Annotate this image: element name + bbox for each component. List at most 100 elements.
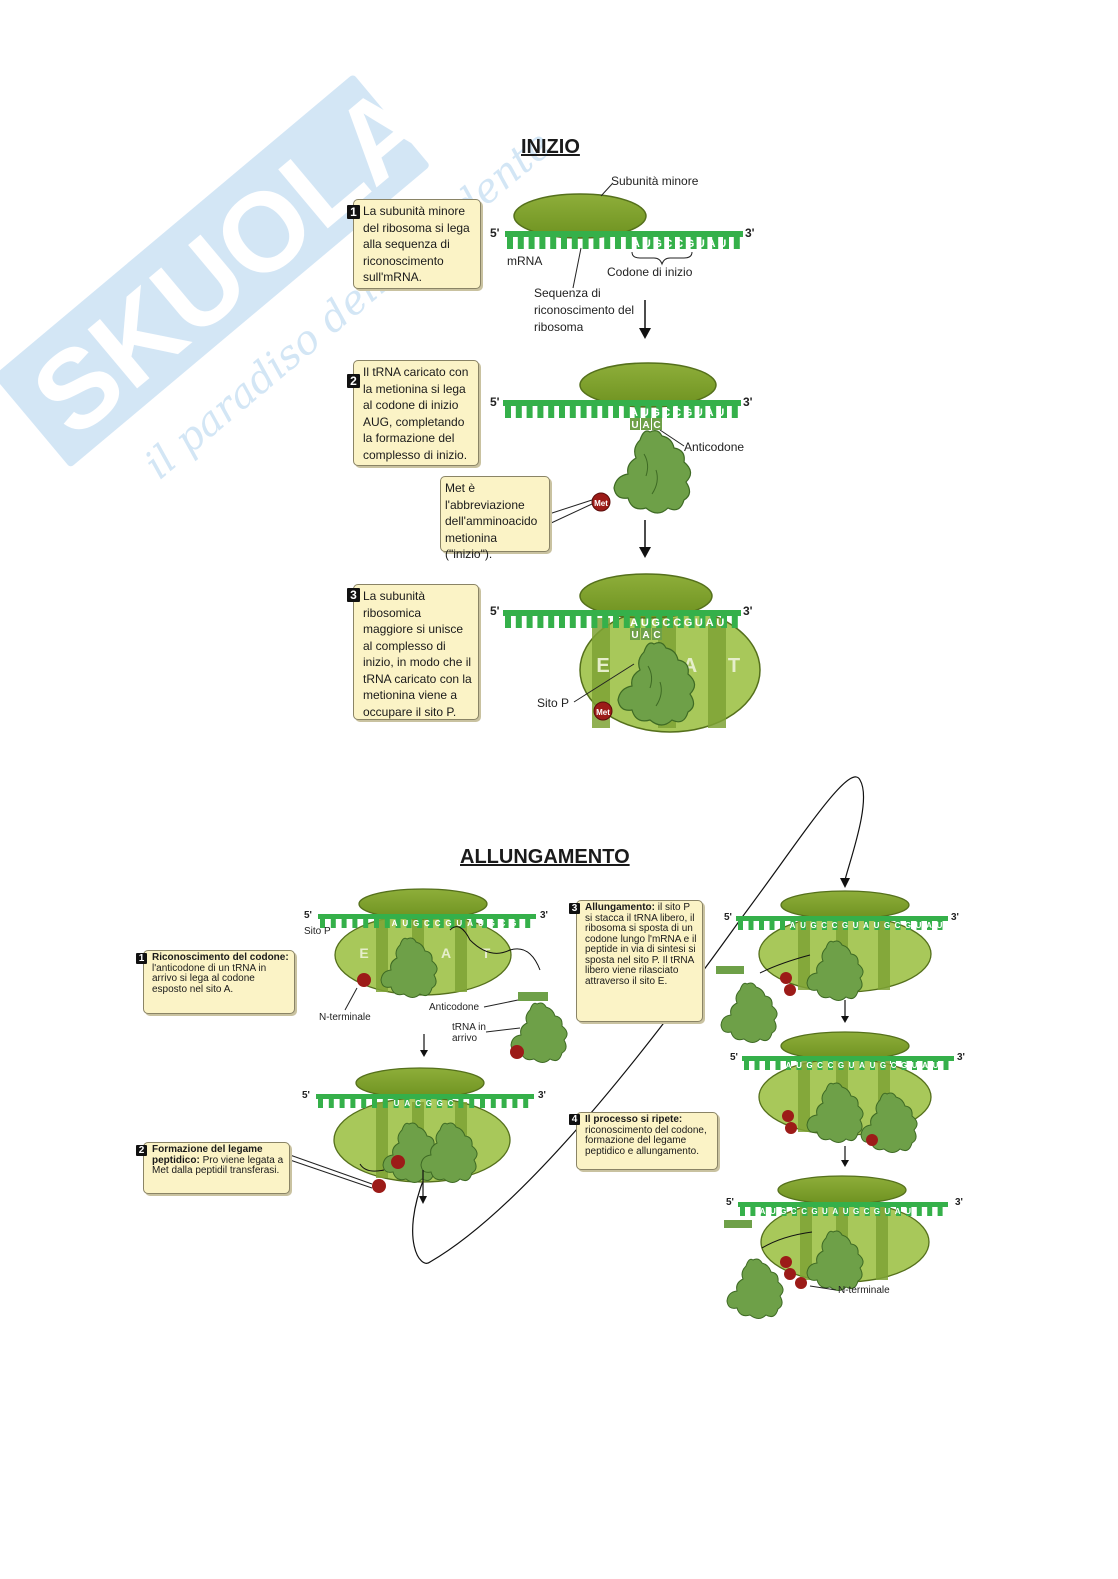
mrna-base	[780, 921, 785, 930]
mrna-base	[658, 237, 665, 249]
inizio-step2-box: Il tRNA caricato con la metionina si leg…	[353, 360, 479, 466]
codon-letter: C	[891, 1061, 897, 1070]
site-band-a	[708, 618, 726, 728]
mrna-base	[937, 1207, 943, 1216]
mrna-a	[318, 914, 536, 919]
al-step2-box: Formazione del legame peptidico: Pro vie…	[143, 1142, 290, 1194]
mrna-base	[580, 406, 587, 418]
mrna-base	[710, 406, 717, 418]
mrna-base	[613, 406, 619, 418]
al-five-prime-b: 5'	[302, 1090, 310, 1101]
site-e-label-3: E	[596, 655, 609, 677]
anticodon-letter: A	[642, 420, 649, 431]
codon-letter: U	[456, 919, 462, 928]
codon-letter: U	[641, 407, 649, 419]
site-t-label-3: T	[728, 655, 740, 677]
mrna-base	[593, 237, 600, 249]
codon-letter: G	[445, 919, 451, 928]
anticodon-label: Anticodone	[684, 440, 745, 454]
mrna-base	[623, 616, 630, 628]
al-anticodon: Anticodone	[429, 1002, 480, 1013]
met-c	[784, 984, 796, 996]
mrna-base	[744, 1061, 749, 1070]
mrna-base	[330, 919, 336, 928]
al-step3-text: il sito P si stacca il tRNA libero, il r…	[585, 902, 697, 987]
mrna-base	[469, 1099, 475, 1108]
mrna-base	[801, 921, 806, 930]
codon-letter: A	[832, 1207, 838, 1216]
arrowhead-2-3	[639, 547, 651, 558]
codon-letter: C	[500, 919, 506, 928]
mrna-base	[916, 921, 922, 930]
al-step4-box: Il processo si ripete: riconoscimento de…	[576, 1112, 718, 1170]
codon-letter: G	[437, 1099, 443, 1108]
mrna-base	[849, 1061, 854, 1070]
codon-letter: A	[922, 1061, 928, 1070]
mrna-base	[781, 1207, 787, 1216]
codon-letter: A	[926, 921, 932, 930]
mrna-base	[874, 921, 880, 930]
leave-arrow-e	[761, 1231, 813, 1249]
arrowhead-a-b	[420, 1050, 428, 1057]
inizio-step1-text: La subunità minore del ribosoma si lega …	[363, 204, 470, 284]
mrna-base	[591, 616, 598, 628]
mrna-base	[933, 1061, 938, 1070]
mrna-base	[382, 1099, 388, 1108]
codon-letter: G	[510, 919, 516, 928]
mrna-base	[667, 406, 673, 418]
codon-letter: G	[651, 617, 660, 629]
codon-letter: A	[859, 1061, 865, 1070]
met-label-3: Met	[596, 708, 610, 717]
mrna-base	[786, 1061, 791, 1070]
codon-letter: U	[716, 407, 724, 419]
met-e	[795, 1277, 807, 1289]
mrna-base	[943, 1061, 949, 1070]
mrna-base	[775, 1061, 781, 1070]
mrna-base	[515, 406, 522, 418]
codon-letter: G	[905, 921, 911, 930]
mrna-base	[790, 921, 796, 930]
mrna-base	[550, 237, 557, 249]
mrna-base	[490, 1099, 496, 1108]
mrna-base	[731, 406, 738, 418]
mrna-e	[738, 1202, 948, 1207]
small-subunit-label: Subunità minore	[611, 174, 699, 188]
al-step4-text: riconoscimento del codone, formazione de…	[585, 1124, 707, 1157]
mrna-base	[710, 616, 717, 628]
mrna-base	[507, 237, 513, 249]
mrna-base	[748, 921, 754, 930]
codon-letter: C	[895, 921, 901, 930]
codon-letter: G	[901, 1061, 907, 1070]
mrna-base	[912, 1061, 917, 1070]
band-c1	[798, 918, 810, 990]
mrna-base	[750, 1207, 756, 1216]
mrna-base	[569, 616, 576, 628]
codon-letter: A	[786, 1061, 792, 1070]
bond-arrow-b	[359, 1163, 385, 1172]
three-prime-3: 3'	[743, 604, 753, 618]
al-trna-arriving: tRNA in arrivo	[452, 1022, 486, 1044]
codon-letter: G	[489, 919, 495, 928]
mrna-base	[895, 921, 901, 930]
codon-letter: G	[811, 1207, 817, 1216]
codon-letter: A	[630, 617, 638, 629]
codon-letter: U	[853, 921, 859, 930]
mrna-base	[645, 406, 652, 418]
site-a-a: A	[441, 945, 451, 961]
recognition-seq-label: Sequenza di riconoscimento del ribosoma	[534, 286, 635, 334]
mrna-base	[901, 1061, 907, 1070]
mrna-base	[482, 919, 487, 928]
mrna-base	[436, 1099, 442, 1108]
met-d	[785, 1122, 797, 1134]
pro-b	[391, 1155, 405, 1169]
codon-letter: A	[863, 921, 869, 930]
mrna-base	[625, 237, 632, 249]
mrna-base	[802, 1207, 808, 1216]
three-prime-1: 3'	[745, 226, 755, 240]
codon-letter: U	[697, 238, 705, 250]
site-e-a: E	[359, 945, 368, 961]
mrna-base	[318, 1099, 323, 1108]
mrna-base	[548, 406, 555, 418]
